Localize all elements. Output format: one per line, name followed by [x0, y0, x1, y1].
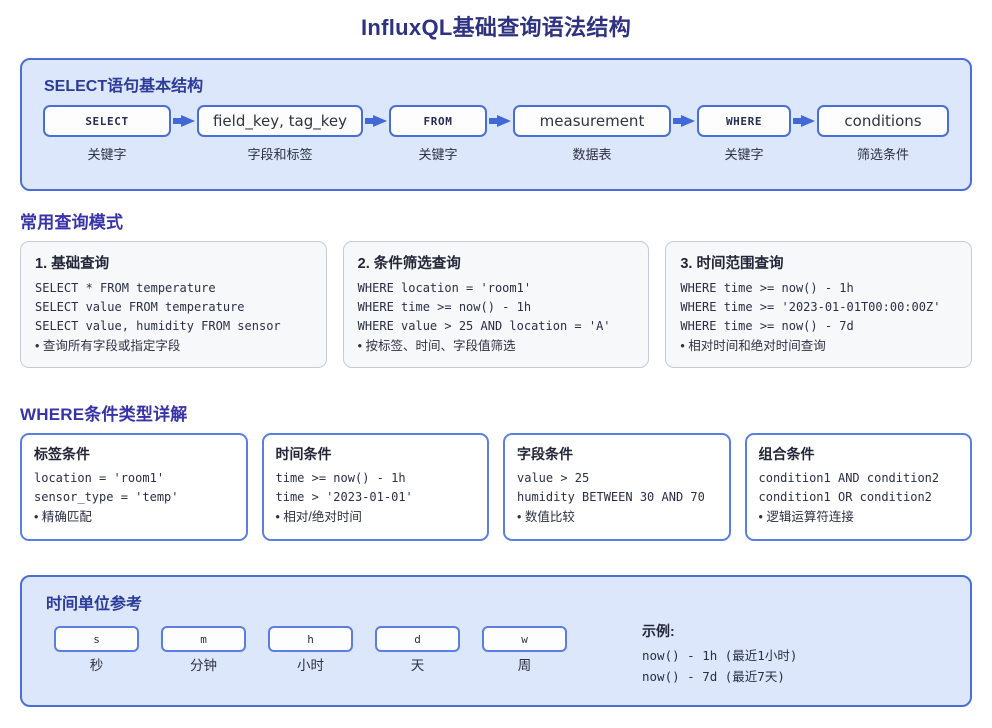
where-condition-card-code-line: sensor_type = 'temp'	[34, 490, 179, 504]
time-unit-examples: 示例: now() - 1h (最近1小时) now() - 7d (最近7天)	[642, 621, 797, 687]
where-card-list: 标签条件 location = 'room1' sensor_type = 'tem…	[20, 433, 972, 541]
query-pattern-card-code-line: WHERE value > 25 AND location = 'A'	[357, 319, 611, 333]
flow-arrow-icon	[793, 115, 815, 127]
query-pattern-card-note: • 按标签、时间、字段值筛选	[357, 339, 516, 353]
query-pattern-card-code-line: SELECT value FROM temperature	[35, 300, 245, 314]
flow-step-label: 字段和标签	[247, 147, 313, 162]
flow-step-label: 筛选条件	[856, 147, 909, 162]
where-condition-card-note: • 数值比较	[517, 510, 575, 524]
flow-step-field-key-tag-key: field_key, tag_key 字段和标签	[197, 105, 363, 163]
select-panel-title: SELECT语句基本结构	[44, 78, 204, 95]
flow-step-box: conditions	[817, 105, 949, 137]
time-unit-label: 天	[410, 658, 425, 673]
time-unit-symbol: s	[54, 626, 139, 652]
where-condition-card-title: 组合条件	[758, 446, 815, 462]
where-conditions-header: WHERE条件类型详解	[20, 405, 188, 424]
time-unit-symbol: w	[482, 626, 567, 652]
page-title: InfluxQL基础查询语法结构	[360, 15, 631, 40]
where-condition-card-code-line: condition1 AND condition2	[758, 471, 940, 485]
flow-step-box: SELECT	[43, 105, 171, 137]
where-condition-card-code-line: condition1 OR condition2	[758, 490, 932, 504]
flow-step-label: 数据表	[572, 147, 612, 162]
where-condition-card-code-line: time > '2023-01-01'	[275, 490, 413, 504]
time-unit-panel-title: 时间单位参考	[46, 596, 143, 613]
query-patterns-header: 常用查询模式	[20, 213, 124, 232]
flow-arrow-icon	[173, 115, 195, 127]
example-line: now() - 1h (最近1小时)	[642, 648, 798, 663]
time-unit-label: 分钟	[190, 658, 217, 673]
query-pattern-card-code-line: WHERE time >= now() - 1h	[357, 300, 532, 314]
flow-step-select: SELECT 关键字	[43, 105, 171, 163]
example-line-list: now() - 1h (最近1小时) now() - 7d (最近7天)	[642, 645, 797, 687]
flow-arrow-icon	[489, 115, 511, 127]
query-pattern-card-note: • 相对时间和绝对时间查询	[680, 339, 826, 353]
time-unit-label: 小时	[297, 658, 324, 673]
query-pattern-card-code-line: WHERE time >= '2023-01-01T00:00:00Z'	[680, 300, 941, 314]
query-pattern-card-title: 3. 时间范围查询	[680, 256, 784, 272]
where-condition-card-title: 标签条件	[34, 446, 90, 462]
where-condition-card-title: 时间条件	[275, 446, 332, 462]
time-unit-symbol: h	[268, 626, 353, 652]
flow-step-box: field_key, tag_key	[197, 105, 363, 137]
where-condition-card-code-line: location = 'room1'	[34, 471, 165, 485]
flow-step-label: 关键字	[87, 147, 127, 162]
query-pattern-card-code-line: SELECT * FROM temperature	[35, 281, 216, 295]
time-unit-label: 秒	[89, 658, 104, 673]
time-unit-item-h: h 小时	[268, 626, 353, 674]
query-pattern-card-title: 1. 基础查询	[35, 256, 110, 272]
select-structure-panel: SELECT语句基本结构 SELECT 关键字 field_key, tag_key…	[20, 58, 972, 191]
query-pattern-card-code-line: WHERE time >= now() - 7d	[680, 319, 854, 333]
time-unit-symbol: d	[375, 626, 460, 652]
where-condition-card: 字段条件 value > 25 humidity BETWEEN 30 AND 70…	[503, 433, 731, 541]
query-pattern-card-note: • 查询所有字段或指定字段	[35, 339, 181, 353]
where-conditions-section: WHERE条件类型详解 标签条件 location = 'room1' sensor…	[0, 400, 992, 541]
flow-step-box: measurement	[513, 105, 671, 137]
flow-arrow-icon	[365, 115, 387, 127]
flow-step-box: FROM	[389, 105, 487, 137]
where-condition-card: 时间条件 time >= now() - 1h time > '2023-01-01…	[261, 433, 489, 541]
where-condition-card-code-line: value > 25	[517, 471, 590, 485]
select-flow-row: SELECT 关键字 field_key, tag_key 字段和标签 FROM 关键字 m…	[22, 105, 970, 175]
flow-step-where: WHERE 关键字	[697, 105, 791, 163]
query-pattern-card-code-line: WHERE location = 'room1'	[357, 281, 532, 295]
examples-title: 示例:	[642, 623, 675, 639]
where-condition-card-code-line: time >= now() - 1h	[275, 471, 406, 485]
where-condition-card-note: • 相对/绝对时间	[275, 510, 362, 524]
query-pattern-card-title: 2. 条件筛选查询	[357, 256, 461, 272]
time-unit-item-m: m 分钟	[161, 626, 246, 674]
where-condition-card-code-line: humidity BETWEEN 30 AND 70	[517, 490, 705, 504]
flow-step-measurement: measurement 数据表	[513, 105, 671, 163]
flow-arrow-icon	[673, 115, 695, 127]
time-unit-symbol: m	[161, 626, 246, 652]
flow-step-label: 关键字	[724, 147, 764, 162]
query-pattern-card-code-line: WHERE time >= now() - 1h	[680, 281, 854, 295]
flow-step-box: WHERE	[697, 105, 791, 137]
where-condition-card-title: 字段条件	[517, 446, 573, 462]
flow-step-label: 关键字	[418, 147, 458, 162]
where-condition-card-note: • 逻辑运算符连接	[758, 510, 854, 524]
example-line: now() - 7d (最近7天)	[642, 669, 785, 684]
flow-step-conditions: conditions 筛选条件	[817, 105, 949, 163]
where-condition-card-note: • 精确匹配	[34, 510, 92, 524]
query-pattern-card-code-line: SELECT value, humidity FROM sensor	[35, 319, 281, 333]
query-pattern-card: 2. 条件筛选查询 WHERE location = 'room1' WHERE t…	[342, 241, 650, 368]
where-condition-card: 组合条件 condition1 AND condition2 condition1 …	[744, 433, 972, 541]
query-pattern-card: 3. 时间范围查询 WHERE time >= now() - 1h WHERE t…	[665, 241, 973, 368]
time-unit-label: 周	[517, 658, 532, 673]
where-condition-card: 标签条件 location = 'room1' sensor_type = 'tem…	[20, 433, 248, 541]
flow-step-from: FROM 关键字	[389, 105, 487, 163]
